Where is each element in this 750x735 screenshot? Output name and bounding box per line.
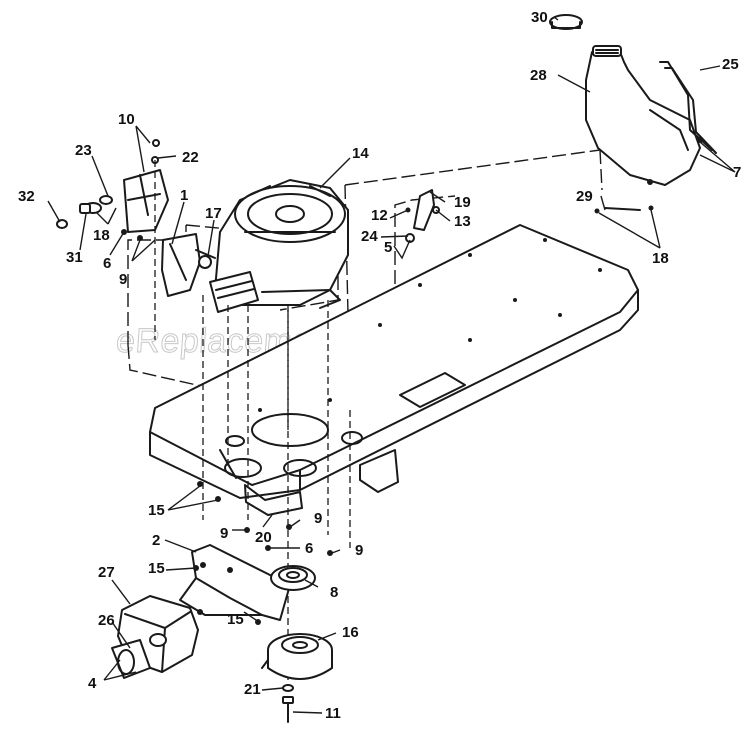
- callout-21: 21: [244, 681, 261, 698]
- callout-17: 17: [205, 205, 222, 222]
- callout-4: 4: [88, 675, 97, 692]
- callout-1: 1: [180, 187, 188, 204]
- callout-11: 11: [325, 705, 341, 722]
- callout-18: 18: [93, 227, 110, 244]
- callout-26: 26: [98, 612, 115, 629]
- pulley: [270, 565, 316, 591]
- fuel-tank: [549, 14, 717, 186]
- callout-15: 15: [148, 502, 165, 519]
- electric-clutch: [261, 633, 333, 680]
- callouts: 1 2 4 5 6 6 7 8 9 9 9 9 10 11 12 13 14 1…: [18, 9, 741, 722]
- callout-25: 25: [722, 56, 739, 73]
- assembly-guides: [154, 160, 351, 690]
- callout-31: 31: [66, 249, 83, 266]
- callout-30: 30: [531, 9, 548, 26]
- callout-9: 9: [220, 525, 228, 542]
- pin-29: [594, 205, 654, 214]
- callout-28: 28: [530, 67, 547, 84]
- callout-6: 6: [103, 255, 111, 272]
- callout-20: 20: [255, 529, 272, 546]
- engine: [209, 179, 349, 313]
- callout-10: 10: [118, 111, 135, 128]
- callout-15: 15: [227, 611, 244, 628]
- callout-7: 7: [733, 164, 741, 181]
- callout-24: 24: [361, 228, 378, 245]
- callout-32: 32: [18, 188, 35, 205]
- callout-9: 9: [355, 542, 363, 559]
- callout-29: 29: [576, 188, 593, 205]
- frame-deck: [149, 224, 639, 516]
- callout-8: 8: [330, 584, 338, 601]
- callout-23: 23: [75, 142, 92, 159]
- lever-assembly: [405, 189, 440, 243]
- callout-5: 5: [384, 239, 392, 256]
- callout-15: 15: [148, 560, 165, 577]
- callout-18: 18: [652, 250, 669, 267]
- callout-16: 16: [342, 624, 359, 641]
- mounting-plate: [179, 544, 291, 621]
- callout-12: 12: [371, 207, 388, 224]
- callout-13: 13: [454, 213, 471, 230]
- muffler: [111, 595, 199, 679]
- callout-14: 14: [352, 145, 369, 162]
- callout-6: 6: [305, 540, 313, 557]
- callout-9: 9: [119, 271, 127, 288]
- control-bracket: [56, 139, 216, 297]
- callout-27: 27: [98, 564, 115, 581]
- callout-2: 2: [152, 532, 160, 549]
- callout-19: 19: [454, 194, 471, 211]
- leader-lines: [47, 16, 736, 714]
- callout-9: 9: [314, 510, 322, 527]
- bolt-11: [282, 684, 294, 723]
- callout-22: 22: [182, 149, 199, 166]
